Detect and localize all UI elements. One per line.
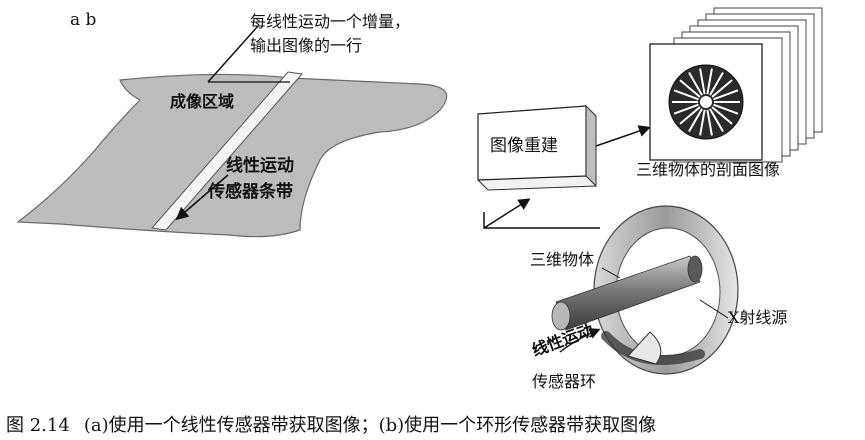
annotation-line-2: 输出图像的一行	[250, 36, 363, 55]
linear-sensor-strip	[151, 71, 303, 231]
slice-spoke	[709, 108, 724, 132]
slice-spoke	[711, 79, 733, 98]
arrow-to-slices	[595, 125, 651, 147]
caption-number: 图 2.14	[6, 415, 70, 436]
imaging-area-plate	[16, 73, 448, 238]
strip-label: 传感器条带	[208, 182, 293, 202]
annotation-line-1: 每线性运动一个增量，	[250, 12, 411, 31]
reconstruction-box	[477, 104, 597, 191]
slice-spoke	[679, 79, 701, 98]
annotation-arrow	[207, 25, 259, 83]
xray-source	[627, 331, 662, 365]
slice-spoke	[699, 68, 706, 95]
slice-spoke	[688, 72, 703, 96]
slice-spoke	[699, 109, 706, 136]
reconstruction-label: 图像重建	[490, 136, 558, 156]
slice-spoke	[713, 89, 739, 101]
object-leader	[601, 267, 621, 279]
slice-spoke	[673, 89, 699, 101]
slice-spokes	[672, 68, 740, 136]
slice-spoke	[673, 103, 699, 115]
imaging-area-label: 成像区域	[170, 92, 235, 111]
slice-spoke	[706, 109, 713, 136]
slice-spoke	[688, 108, 703, 132]
object-label: 三维物体	[530, 250, 595, 269]
ring-motion-arrow	[559, 328, 601, 353]
motion-arrow	[175, 174, 229, 221]
arrow-to-reconstruction	[483, 212, 600, 229]
ring-label: 传感器环	[532, 372, 597, 391]
strip-motion-label: 线性运动	[226, 156, 294, 176]
xray-leader	[699, 299, 729, 319]
xray-label: X射线源	[728, 308, 788, 327]
slice-spoke	[709, 72, 724, 96]
slice-spoke	[706, 68, 713, 95]
slice-spoke	[713, 103, 739, 115]
slices-label: 三维物体的剖面图像	[636, 160, 781, 179]
slice-spoke	[679, 106, 701, 125]
caption-text: (a)使用一个线性传感器带获取图像；(b)使用一个环形传感器带获取图像	[83, 415, 657, 436]
slice-spoke	[711, 106, 733, 125]
slice-stack	[649, 7, 823, 163]
object-rod	[551, 255, 703, 331]
figure-caption: 图 2.14 (a)使用一个线性传感器带获取图像；(b)使用一个环形传感器带获取图…	[6, 411, 670, 437]
panel-letters: a b	[70, 10, 97, 30]
